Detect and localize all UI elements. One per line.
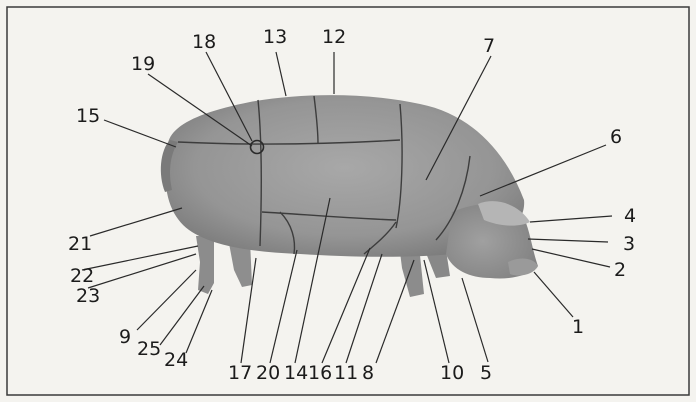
label-11: 11 (334, 362, 358, 384)
label-10: 10 (440, 362, 464, 384)
label-1: 1 (572, 316, 584, 338)
label-12: 12 (322, 26, 346, 48)
label-2: 2 (614, 259, 626, 281)
label-8: 8 (362, 362, 374, 384)
label-13: 13 (263, 26, 287, 48)
label-16: 16 (308, 362, 332, 384)
hind-leg-rear (196, 236, 214, 294)
label-25: 25 (137, 338, 161, 360)
label-22: 22 (70, 265, 94, 287)
label-19: 19 (131, 53, 155, 75)
label-7: 7 (483, 35, 495, 57)
label-4: 4 (624, 205, 636, 227)
label-24: 24 (164, 349, 188, 371)
label-23: 23 (76, 285, 100, 307)
label-5: 5 (480, 362, 492, 384)
label-17: 17 (228, 362, 252, 384)
label-3: 3 (623, 233, 635, 255)
label-14: 14 (284, 362, 308, 384)
label-20: 20 (256, 362, 280, 384)
label-21: 21 (68, 233, 92, 255)
label-9: 9 (119, 326, 131, 348)
label-6: 6 (610, 126, 622, 148)
label-18: 18 (192, 31, 216, 53)
label-15: 15 (76, 105, 100, 127)
